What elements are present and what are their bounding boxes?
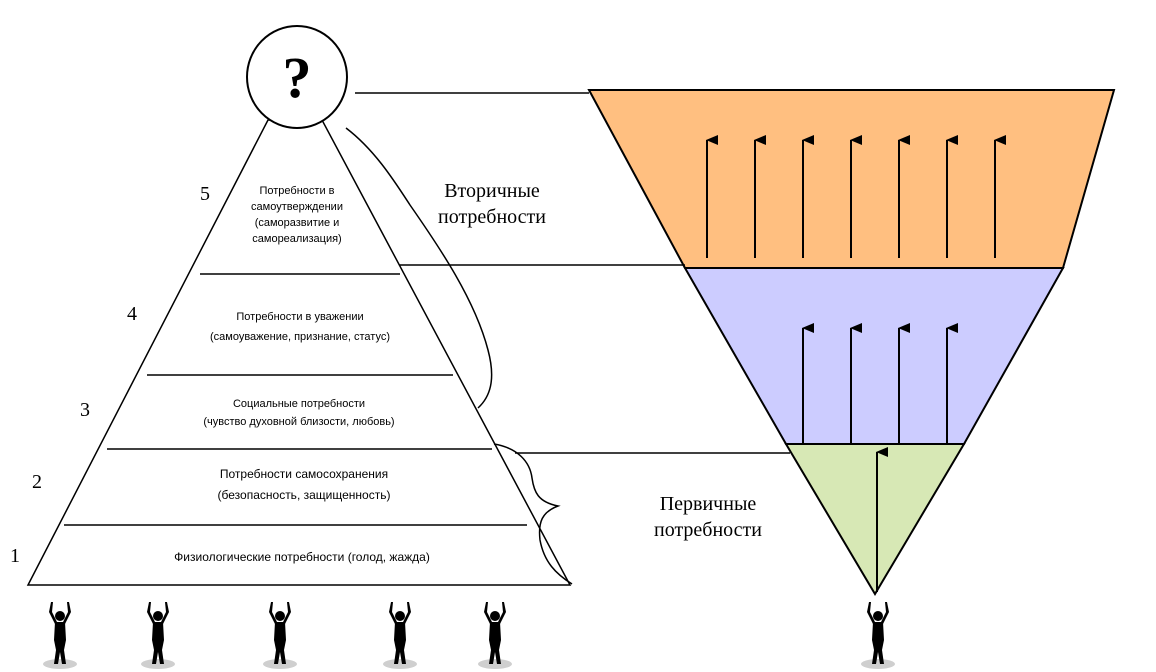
level-2-line: (безопасность, защищенность) — [218, 488, 391, 502]
primary-label-line-2: потребности — [654, 519, 762, 541]
level-3-line: (чувство духовной близости, любовь) — [203, 416, 394, 428]
funnel-band-bottom — [784, 443, 966, 596]
secondary-needs-label: Вторичные потребности — [438, 180, 546, 228]
people-row — [43, 602, 895, 669]
needs-funnel — [587, 89, 1116, 596]
level-2-number: 2 — [32, 471, 42, 493]
person-arms-raised-icon — [478, 602, 512, 669]
level-5-line: Потребности в — [259, 185, 334, 197]
level-5-line: (саморазвитие и — [255, 217, 340, 229]
person-arms-raised-icon — [861, 602, 895, 669]
secondary-brace — [345, 127, 493, 409]
question-circle — [246, 25, 348, 129]
secondary-label-line-2: потребности — [438, 206, 546, 228]
level-2-line: Потребности самосохранения — [220, 467, 388, 481]
funnel-arrows — [706, 135, 1006, 592]
level-4-line: Потребности в уважении — [236, 311, 363, 323]
person-arms-raised-icon — [141, 602, 175, 669]
question-mark: ? — [283, 45, 312, 110]
primary-needs-label: Первичные потребности — [654, 493, 762, 541]
person-arms-raised-icon — [263, 602, 297, 669]
needs-pyramid: 5 Потребности в самоутверждении (самораз… — [10, 119, 572, 586]
level-5-line: самоутверждении — [251, 201, 343, 213]
level-1-line: Физиологические потребности (голод, жажд… — [174, 550, 430, 564]
primary-brace — [493, 443, 573, 585]
level-4-number: 4 — [127, 303, 137, 325]
primary-label-line-1: Первичные — [660, 493, 757, 515]
level-5-line: самореализация) — [252, 233, 341, 245]
person-arms-raised-icon — [383, 602, 417, 669]
person-arms-raised-icon — [43, 602, 77, 669]
connector-lines — [355, 92, 790, 454]
funnel-band-middle — [683, 267, 1065, 445]
level-1-number: 1 — [10, 545, 20, 567]
level-3-number: 3 — [80, 399, 90, 421]
unknown-need-circle: ? — [246, 25, 348, 129]
level-5-number: 5 — [200, 183, 210, 205]
braces — [345, 127, 573, 585]
level-4-line: (самоуважение, признание, статус) — [210, 331, 390, 343]
level-3-line: Социальные потребности — [233, 398, 365, 410]
secondary-label-line-1: Вторичные — [444, 180, 540, 202]
